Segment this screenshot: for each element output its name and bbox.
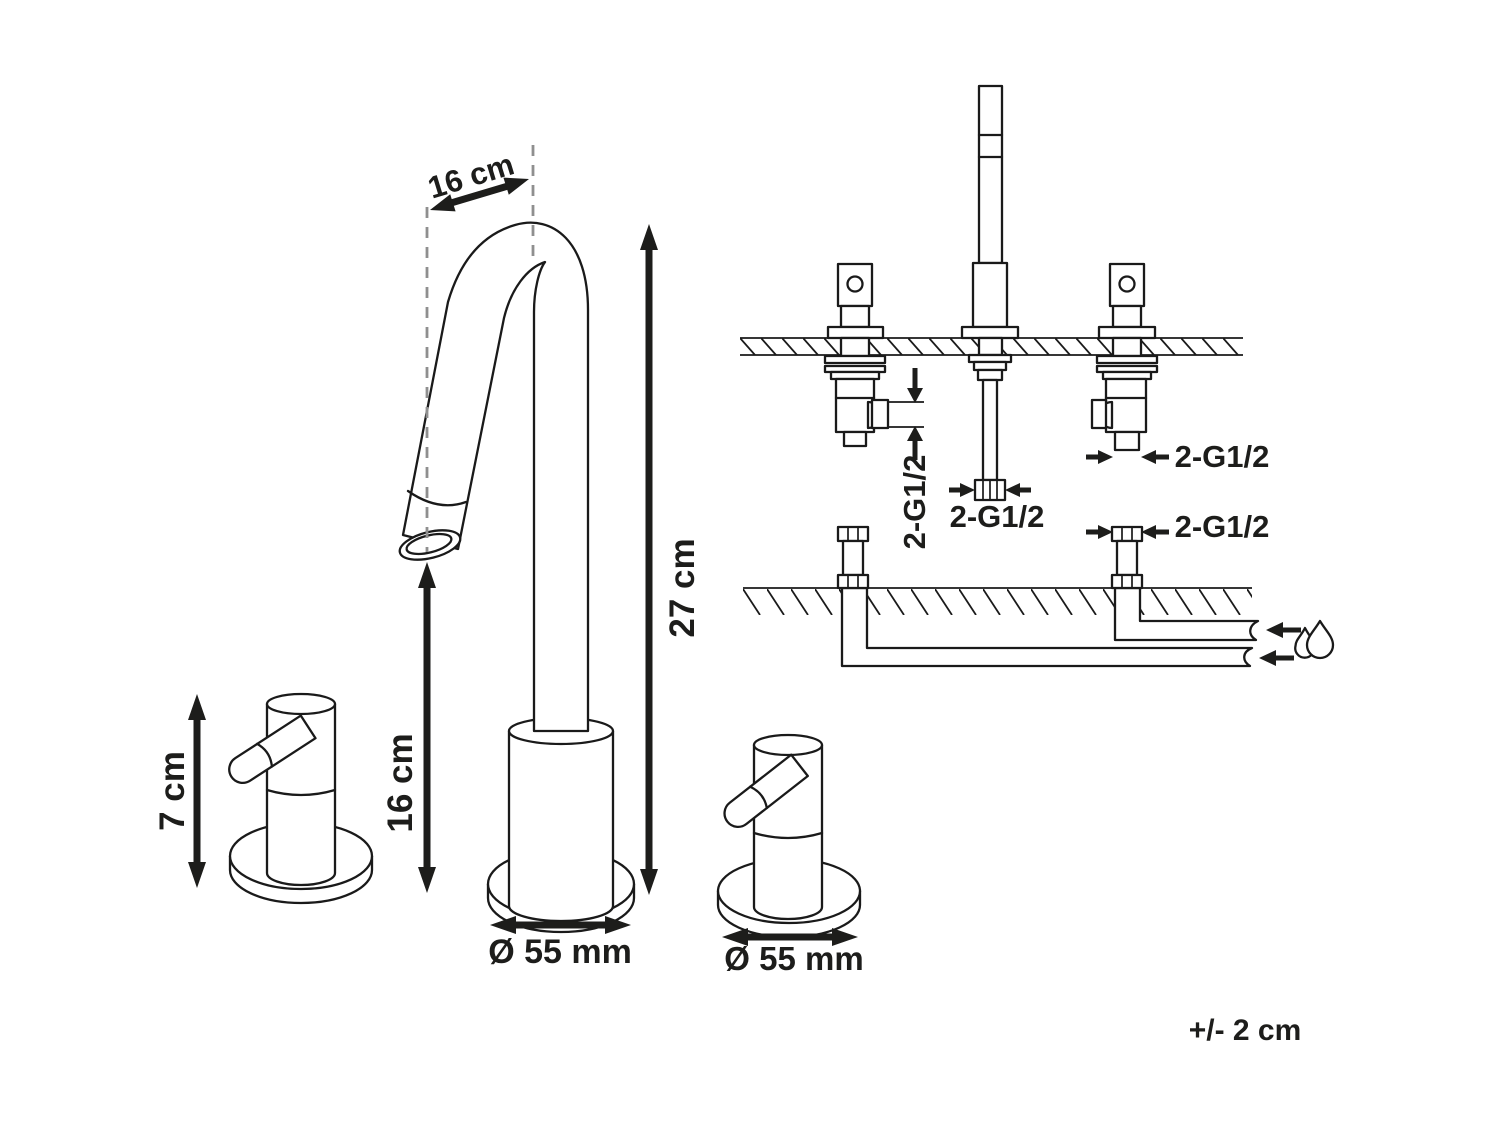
spout-base-diameter-label: Ø 55 mm	[488, 933, 632, 971]
spout-aerator-seam	[406, 489, 468, 507]
right-hose-connector	[1110, 525, 1144, 590]
right-valve-connection-label: 2-G1/2	[1175, 439, 1270, 474]
faucet-gooseneck-tube	[401, 221, 590, 733]
left-handle-seam	[265, 788, 337, 797]
dimension-arrow-spout-reach: 16 cm	[424, 146, 529, 212]
right-handle-cylinder-top	[752, 733, 824, 757]
right-valve-assembly	[1090, 262, 1159, 452]
spout-shaft-assembly	[960, 84, 1020, 502]
left-supply-pipe	[840, 586, 1254, 668]
right-supply-pipe	[1113, 586, 1260, 642]
handle-height-label: 7 cm	[153, 751, 192, 831]
spout-shaft-connection-label: 2-G1/2	[950, 499, 1045, 534]
water-inlet-arrows	[1259, 622, 1301, 666]
right-handle-lever	[723, 753, 809, 829]
left-handle-cylinder-top	[265, 692, 337, 716]
spout-shaft-connection-annotation: 2-G1/2	[949, 483, 1044, 534]
left-valve-connection-label: 2-G1/2	[897, 455, 932, 550]
left-handle-drawing	[228, 692, 374, 905]
faucet-base-cylinder	[507, 731, 615, 923]
dimension-arrow-handle-base-diameter: Ø 55 mm	[722, 928, 864, 977]
water-drops-icon	[1294, 619, 1335, 660]
dimension-arrow-spout-base-diameter: Ø 55 mm	[488, 916, 632, 971]
supply-connection-annotation: 2-G1/2	[1086, 509, 1269, 544]
dimension-arrow-total-height: 27 cm	[640, 224, 702, 895]
mounting-surface-section	[743, 587, 1252, 615]
left-valve-connection-annotation: 2-G1/2	[888, 368, 932, 549]
supply-pipes	[840, 586, 1260, 668]
right-handle-lever-seam	[749, 785, 768, 810]
dimension-arrow-handle-height: 7 cm	[153, 694, 206, 888]
left-valve-assembly	[823, 262, 890, 448]
supply-connection-label: 2-G1/2	[1175, 509, 1270, 544]
handle-base-diameter-label: Ø 55 mm	[724, 940, 863, 977]
right-valve-connection-annotation: 2-G1/2	[1086, 439, 1269, 474]
left-handle-lever	[228, 714, 317, 784]
total-height-label: 27 cm	[663, 538, 702, 637]
right-handle-drawing	[716, 733, 862, 939]
spout-height-label: 16 cm	[381, 733, 420, 832]
faucet-spout-drawing	[398, 221, 636, 934]
dimension-arrow-spout-height: 16 cm	[381, 562, 436, 893]
left-hose-connector	[836, 525, 870, 590]
left-handle-lever-seam	[256, 742, 274, 768]
tolerance-note: +/- 2 cm	[1189, 1014, 1302, 1047]
right-handle-seam	[752, 831, 824, 840]
